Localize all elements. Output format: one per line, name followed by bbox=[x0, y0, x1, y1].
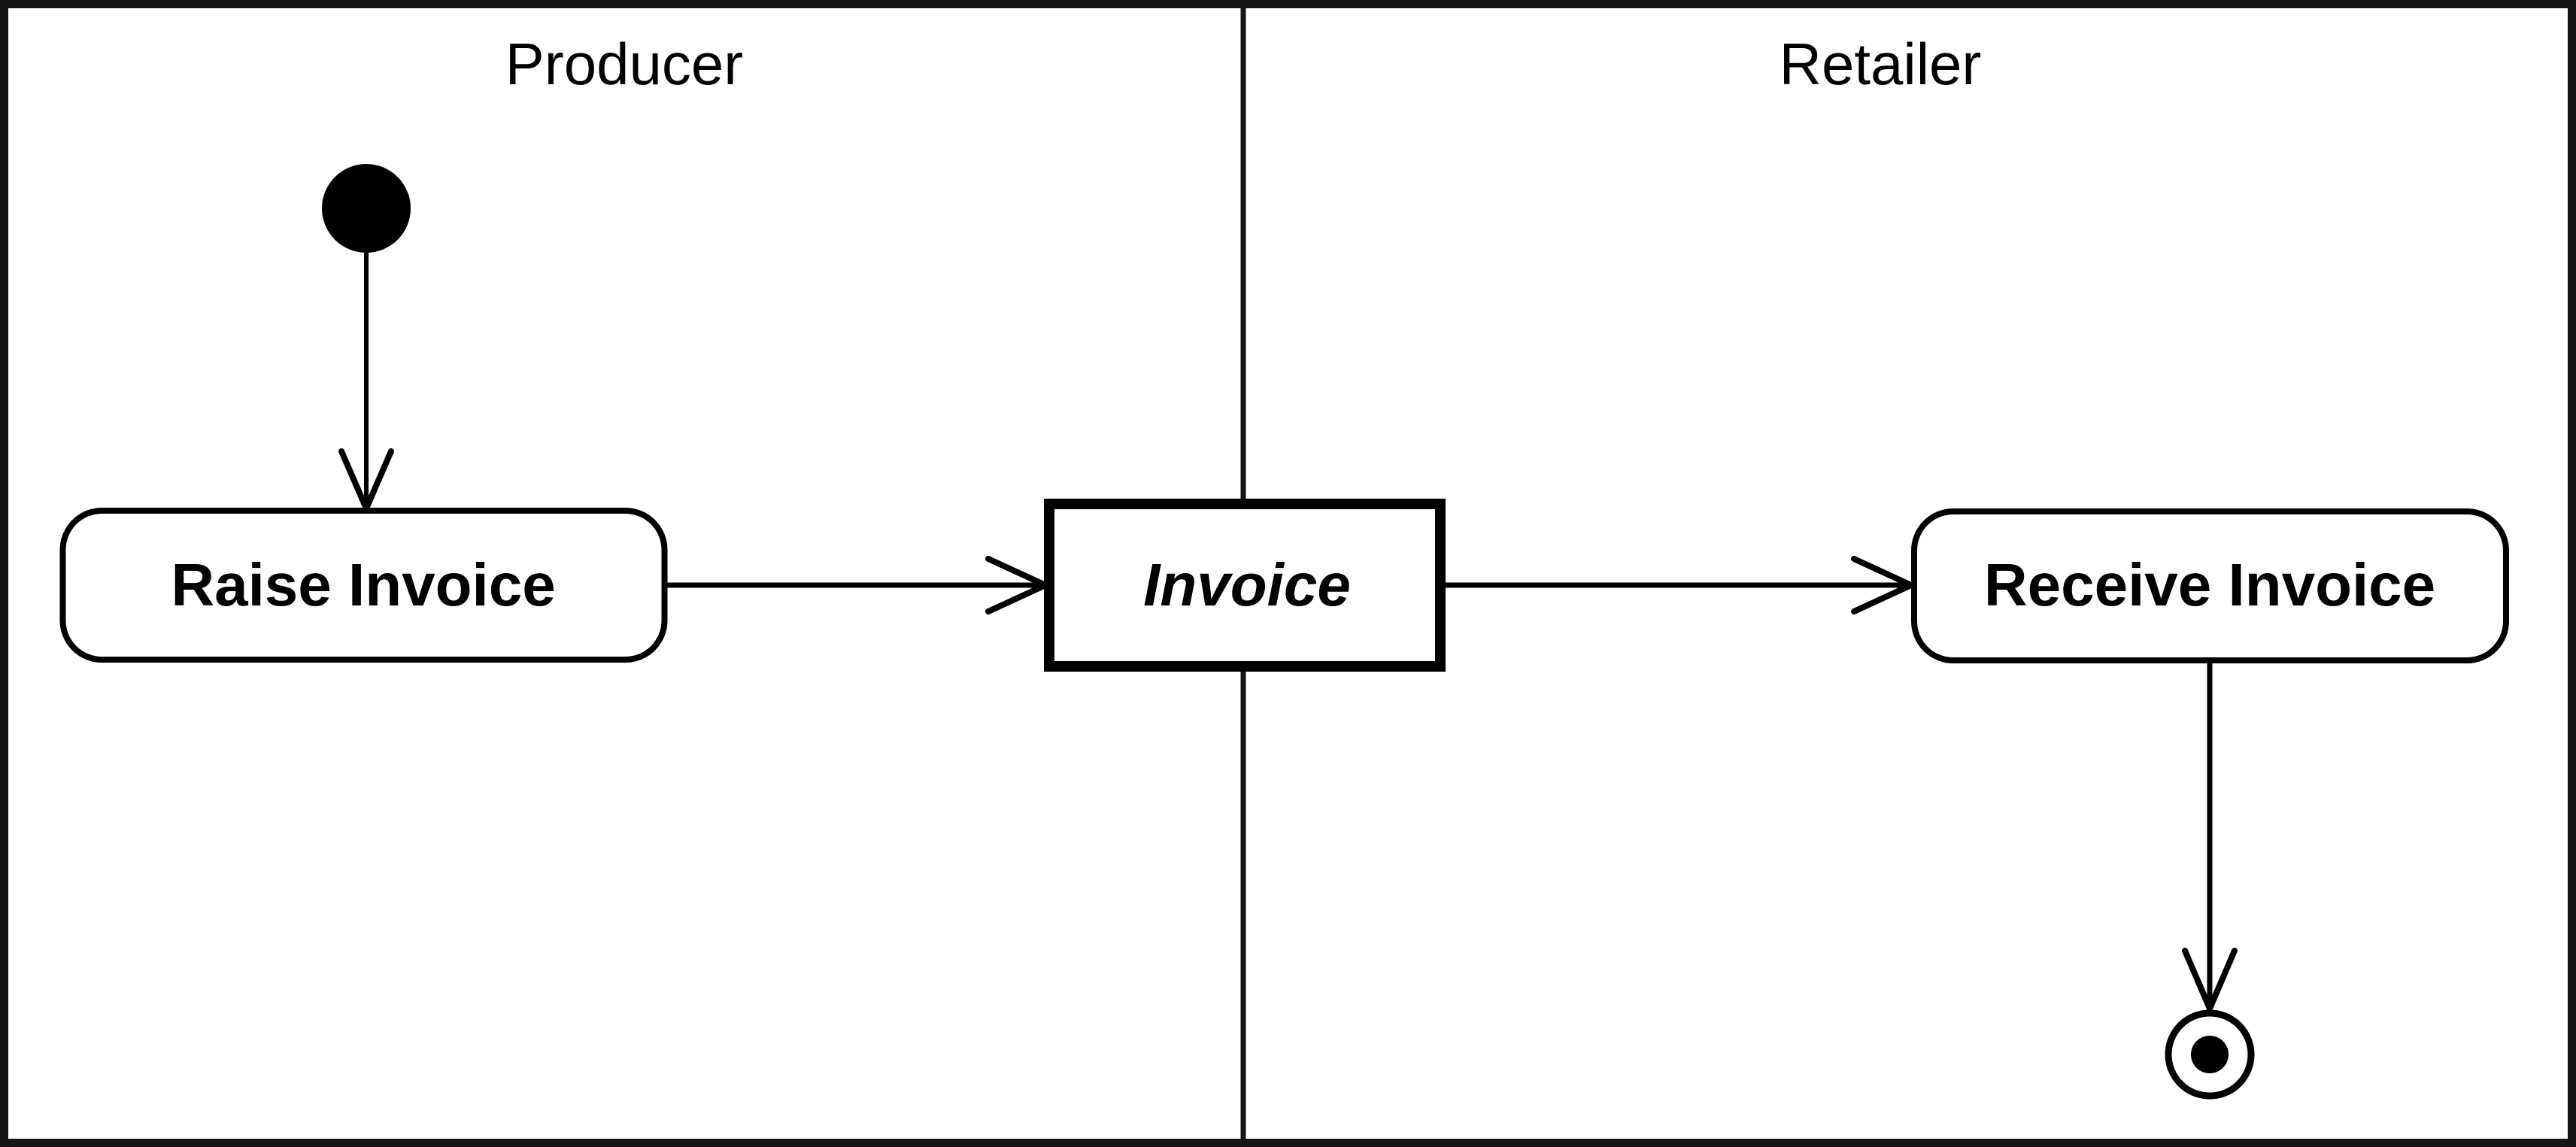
lane-title-retailer: Retailer bbox=[1780, 31, 1982, 97]
lane-title-producer: Producer bbox=[505, 31, 744, 97]
flow-receive-invoice-to-final bbox=[2182, 661, 2238, 1012]
object-node-invoice-label: Invoice bbox=[1143, 551, 1351, 618]
initial-node-icon bbox=[322, 164, 411, 253]
arrowhead-down-icon bbox=[2182, 948, 2238, 1012]
final-node-icon bbox=[2165, 1009, 2255, 1100]
object-node-invoice bbox=[1044, 499, 1446, 672]
action-receive-invoice-label: Receive Invoice bbox=[1984, 551, 2435, 618]
action-receive-invoice bbox=[1911, 508, 2509, 663]
action-raise-invoice bbox=[59, 508, 668, 663]
final-node-dot bbox=[2191, 1036, 2229, 1073]
action-raise-invoice-label: Raise Invoice bbox=[171, 551, 555, 618]
